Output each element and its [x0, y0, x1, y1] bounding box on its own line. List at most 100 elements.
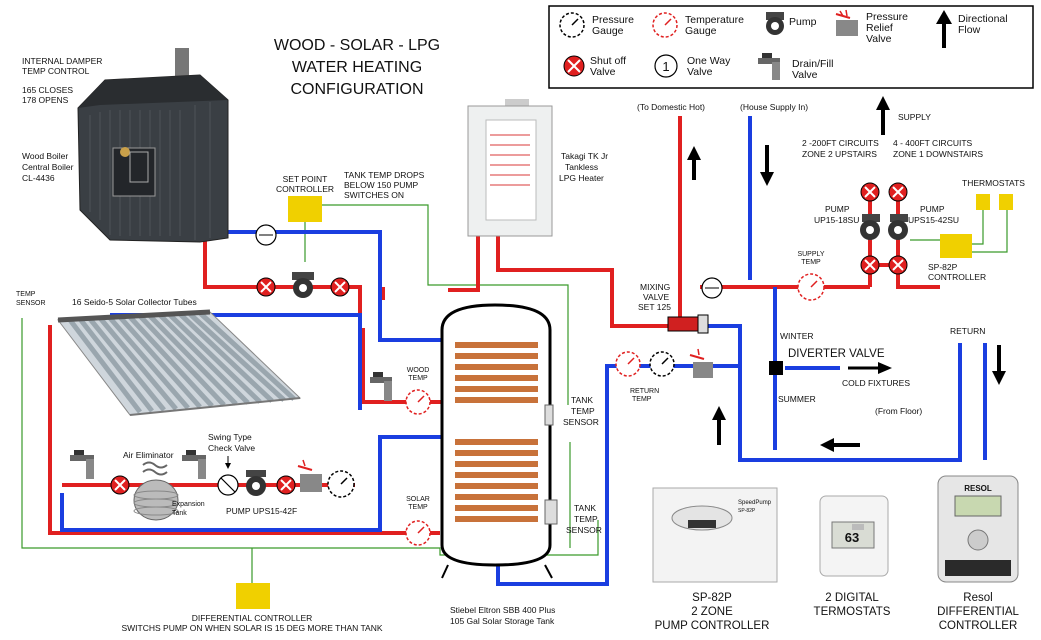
mixing-label-2: VALVE	[643, 292, 669, 302]
damper-temp-1: 165 CLOSES	[22, 85, 73, 95]
boiler-shutoff-valve-icon	[256, 277, 276, 297]
solar-pump-label: PUMP UPS15-42F	[226, 506, 297, 516]
return-temp-label-2: TEMP	[632, 396, 652, 403]
return-label: RETURN	[950, 326, 985, 336]
expansion-label-1: Expansion	[172, 501, 205, 508]
collector-label: 16 Seido-5 Solar Collector Tubes	[72, 297, 197, 307]
boiler-shutoff-valve-2-icon	[330, 277, 350, 297]
zone2-label-2: ZONE 2 UPSTAIRS	[802, 149, 877, 159]
solar-pump-icon	[246, 470, 266, 496]
solar-pressure-gauge-icon	[327, 470, 355, 498]
heater-name-3: LPG Heater	[559, 173, 604, 183]
sp82p-model: SP-82P	[738, 508, 756, 514]
pump-left-label-2: UP15-18SU	[814, 215, 859, 225]
boiler-door	[112, 147, 156, 197]
thermostat-product-label-1: 2 DIGITAL	[825, 592, 879, 604]
boiler-name-1: Wood Boiler	[22, 151, 68, 161]
tank-drop-2: BELOW 150 PUMP	[344, 180, 418, 190]
diff-label-2: SWITCHS PUMP ON WHEN SOLAR IS 15 DEG MOR…	[121, 623, 382, 633]
supply-temp-gauge-icon	[797, 273, 825, 301]
sp82p-product-label-3: PUMP CONTROLLER	[655, 620, 770, 632]
lower-coil	[455, 439, 538, 522]
zone-shutoff-valve-top-left-icon	[860, 182, 880, 202]
tank-sensor-upper-3: SENSOR	[563, 417, 599, 427]
zone-shutoff-valve-top-right-icon	[888, 182, 908, 202]
thermostat-product	[819, 495, 889, 577]
zone-shutoff-valve-bottom-left-icon	[860, 255, 880, 275]
sp82p-product-label-2: 2 ZONE	[691, 606, 733, 618]
legend-one-way-number: 1	[662, 59, 669, 74]
legend-temp-label-2: Gauge	[685, 25, 717, 37]
pump-left-label-1: PUMP	[825, 204, 850, 214]
tank-sensor-upper-1: TANK	[571, 395, 593, 405]
title-line-3: CONFIGURATION	[290, 81, 423, 98]
control-wires	[21, 204, 1008, 585]
return-up-arrow-icon	[712, 406, 726, 445]
boiler-name-3: CL-4436	[22, 173, 55, 183]
damper-temp-2: 178 OPENS	[22, 95, 69, 105]
return-temp-label-1: RETURN	[630, 388, 659, 395]
from-floor-label: (From Floor)	[875, 406, 922, 416]
legend-relief-label-3: Valve	[866, 33, 892, 45]
legend-relief-label-1: Pressure	[866, 11, 908, 23]
solar-temp-label-2: TEMP	[408, 504, 428, 511]
legend-temperature-gauge-icon	[652, 12, 678, 38]
mixing-label-1: MIXING	[640, 282, 670, 292]
thermostat-1	[976, 194, 990, 210]
cold-fixtures-label: COLD FIXTURES	[842, 378, 910, 388]
storage-tank	[440, 303, 558, 579]
air-eliminator-label: Air Eliminator	[123, 450, 174, 460]
summer-label: SUMMER	[778, 394, 816, 404]
zone2-label-1: 2 -200FT CIRCUITS	[802, 138, 879, 148]
legend-shutoff-valve-icon	[563, 55, 585, 77]
sp82p-label-1: SP-82P	[928, 262, 958, 272]
down-arrow-supply-icon	[760, 145, 774, 186]
house-supply-label: (House Supply In)	[740, 102, 808, 112]
legend-drain-label-1: Drain/Fill	[792, 58, 833, 70]
damper-label-1: INTERNAL DAMPER	[22, 56, 102, 66]
supply-label: SUPPLY	[898, 112, 931, 122]
set-point-label-1: SET POINT	[283, 174, 328, 184]
solar-temp-label-1: SOLAR	[406, 496, 430, 503]
sp82p-label-2: CONTROLLER	[928, 272, 986, 282]
legend-pump-icon	[766, 12, 784, 35]
thermostat-product-label-2: TERMOSTATS	[814, 606, 891, 618]
resol-brand: RESOL	[964, 484, 992, 493]
thermostat-2	[999, 194, 1013, 210]
expansion-label-2: Tank	[172, 510, 187, 517]
takagi-heater	[467, 99, 553, 237]
supply-up-arrow-icon	[876, 96, 890, 135]
supply-temp-label-2: TEMP	[801, 259, 821, 266]
sp82p-controller-box	[940, 234, 972, 258]
swing-check-label-2: Check Valve	[208, 443, 255, 453]
legend-relief-valve-icon	[835, 9, 858, 36]
heater-name-1: Takagi TK Jr	[561, 151, 608, 161]
damper-label-2: TEMP CONTROL	[22, 66, 90, 76]
boiler-pump-icon	[292, 272, 314, 298]
return-down-arrow-icon	[992, 345, 1006, 385]
diverter-valve	[769, 361, 783, 375]
resol-product-label-1: Resol	[963, 592, 992, 604]
return-pressure-gauge-icon	[649, 351, 675, 377]
legend-drain-label-2: Valve	[792, 69, 818, 81]
domestic-hot-label: (To Domestic Hot)	[637, 102, 705, 112]
solar-collector	[57, 309, 302, 416]
resol-product-label-2: DIFFERENTIAL	[937, 606, 1019, 618]
return-left-arrow-icon	[820, 438, 860, 452]
solar-temp-gauge-icon	[405, 520, 431, 546]
legend-temp-label-1: Temperature	[685, 14, 744, 26]
legend-pressure-gauge-icon	[559, 12, 585, 38]
zone-shutoff-valve-bottom-right-icon	[888, 255, 908, 275]
sp82p-product	[652, 487, 778, 583]
pump-right-label-2: UPS15-42SU	[908, 215, 959, 225]
winter-label: WINTER	[780, 331, 814, 341]
legend-shutoff-label-1: Shut off	[590, 55, 626, 67]
legend-shutoff-label-2: Valve	[590, 66, 616, 78]
tank-name-1: Stiebel Eltron SBB 400 Plus	[450, 605, 555, 615]
zone1-label-1: 4 - 400FT CIRCUITS	[893, 138, 973, 148]
set-point-controller	[288, 196, 322, 222]
temp-sensor-label-2: SENSOR	[16, 300, 46, 307]
wood-boiler	[77, 48, 229, 243]
legend-flow-label-1: Directional	[958, 13, 1008, 25]
temp-sensor-label-1: TEMP	[16, 291, 36, 298]
